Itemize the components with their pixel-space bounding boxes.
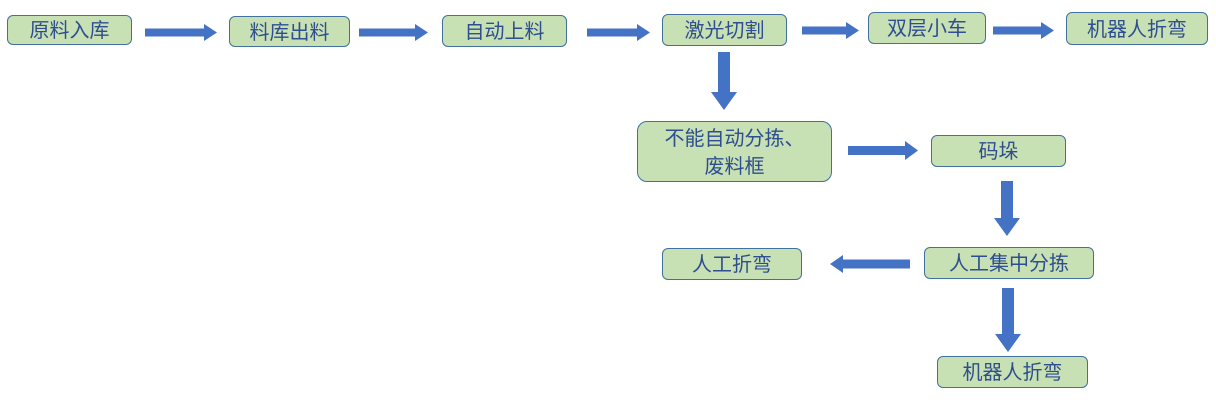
arrow-sorting-to-robot-bending [995, 288, 1021, 352]
arrow-laser-to-cart [802, 22, 859, 39]
arrow-cart-to-robot [993, 22, 1054, 39]
arrow-loading-to-laser [587, 24, 650, 41]
arrow-laser-to-unsortable [711, 52, 737, 110]
node-material-outbound: 料库出料 [229, 16, 350, 47]
arrow-raw-to-outbound [145, 24, 217, 41]
arrow-sorting-to-manual-bending [830, 255, 910, 273]
node-manual-sorting: 人工集中分拣 [924, 247, 1094, 279]
arrow-outbound-to-loading [359, 24, 428, 41]
arrow-unsortable-to-stacking [848, 141, 918, 160]
node-double-cart: 双层小车 [868, 12, 986, 44]
node-raw-storage: 原料入库 [7, 15, 132, 45]
node-manual-bending: 人工折弯 [662, 248, 802, 280]
arrow-stacking-to-sorting [994, 181, 1020, 236]
node-robot-bending-bottom: 机器人折弯 [937, 356, 1088, 388]
node-unsortable-line2: 废料框 [704, 153, 765, 178]
node-auto-loading: 自动上料 [442, 15, 567, 47]
node-robot-bending-top: 机器人折弯 [1066, 12, 1208, 45]
node-stacking: 码垛 [931, 135, 1066, 167]
node-unsortable-scrap-bin: 不能自动分拣、 废料框 [637, 121, 832, 182]
node-unsortable-line1: 不能自动分拣、 [664, 125, 805, 150]
node-laser-cutting: 激光切割 [662, 14, 787, 46]
